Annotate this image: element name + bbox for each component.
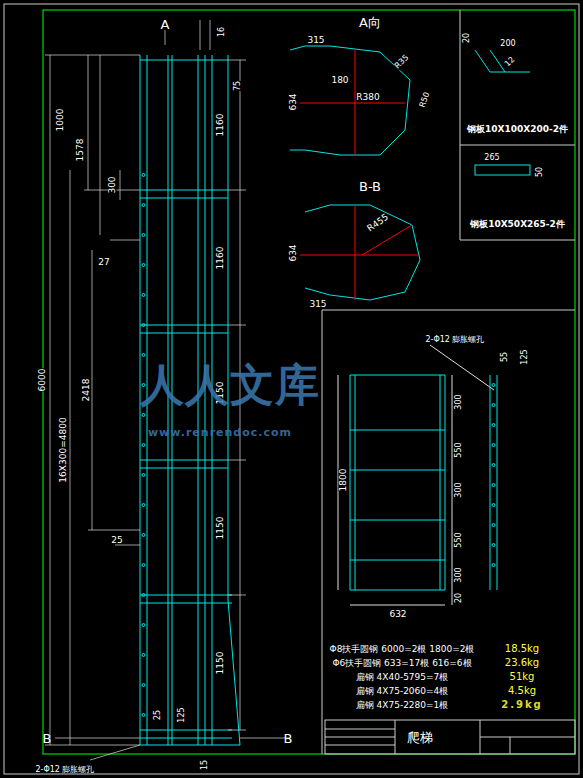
- dimension-label: A向: [359, 16, 381, 29]
- dimension-label: 55: [501, 352, 509, 362]
- dimension-label: R455: [366, 213, 390, 234]
- material-note: 扁钢 4X75-2060=4根: [356, 687, 449, 696]
- dimension-label: B-B: [359, 180, 381, 193]
- dimension-label: 300: [455, 482, 463, 497]
- material-note: 23.6kg: [505, 658, 539, 668]
- dimension-label: 1150: [216, 517, 225, 540]
- dimension-label: 50: [536, 167, 544, 177]
- title-text: 爬梯: [407, 731, 433, 744]
- dimension-label: B: [284, 732, 293, 745]
- dimension-label: 2-Φ12 膨胀螺孔: [426, 336, 485, 344]
- material-note: Φ6扶手圆钢 633=17根 616=6根: [332, 659, 471, 668]
- dimension-label: B: [43, 732, 52, 745]
- watermark: 人人文库: [140, 363, 320, 407]
- dimension-label: 315: [307, 36, 324, 45]
- dimension-label: 2418: [82, 379, 91, 402]
- dimension-label: 16X300=4800: [59, 417, 68, 482]
- dimension-label: 125: [521, 349, 529, 364]
- dimension-label: 300: [455, 567, 463, 582]
- dimension-label: 634: [289, 93, 298, 110]
- dimension-label: 180: [331, 76, 348, 85]
- dimension-label: 25: [154, 710, 162, 720]
- dimension-label: 20: [455, 593, 463, 603]
- dimension-label: 632: [389, 610, 406, 619]
- dimension-label: 6000: [38, 369, 47, 392]
- watermark: 2.9kg: [501, 700, 543, 710]
- material-note: 18.5kg: [505, 644, 539, 654]
- dimension-label: R50: [419, 91, 432, 109]
- dimension-label: 2-Φ12 膨胀螺孔: [36, 766, 95, 774]
- dimension-label: R380: [356, 93, 379, 102]
- dimension-label: 1000: [56, 109, 65, 132]
- dimension-label: 300: [108, 176, 117, 193]
- dimension-label: 1160: [216, 247, 225, 270]
- panel-inset: 钢板10X50X265-2件: [460, 145, 575, 240]
- dimension-label: 27: [98, 258, 109, 267]
- part-caption: 钢板10X100X200-2件: [467, 123, 568, 136]
- dimension-label: 634: [289, 244, 298, 261]
- dimension-label: 1160: [216, 114, 225, 137]
- dimension-label: 1150: [216, 652, 225, 675]
- dimension-label: R35: [394, 54, 411, 71]
- dimension-label: 550: [455, 442, 463, 457]
- dimension-label: 1800: [339, 469, 348, 492]
- dimension-label: 300: [455, 394, 463, 409]
- dimension-label: A: [161, 18, 170, 31]
- dimension-label: 315: [309, 300, 326, 309]
- part-caption: 钢板10X50X265-2件: [470, 218, 565, 231]
- dimension-label: 1578: [76, 139, 85, 162]
- dimension-label: 125: [178, 707, 186, 722]
- dimension-label: 75: [234, 81, 242, 91]
- dimension-label: 16: [218, 27, 226, 37]
- material-note: 扁钢 4X40-5795=7根: [356, 673, 449, 682]
- dimension-label: 25: [111, 536, 122, 545]
- dimension-label: 200: [500, 40, 515, 48]
- dimension-label: 265: [484, 154, 499, 162]
- panel-inset: 钢板10X100X200-2件: [460, 10, 575, 145]
- dimension-label: 20: [463, 33, 471, 43]
- watermark: www.renrendoc.com: [148, 427, 292, 438]
- dimension-label: 12: [504, 56, 517, 69]
- material-note: Φ8扶手圆钢 6000=2根 1800=2根: [330, 645, 475, 654]
- dimension-label: 15: [201, 760, 209, 770]
- material-note: 51kg: [510, 672, 535, 682]
- material-note: 4.5kg: [508, 686, 536, 696]
- material-note: 扁钢 4X75-2280=1根: [356, 701, 449, 710]
- dimension-label: 550: [455, 532, 463, 547]
